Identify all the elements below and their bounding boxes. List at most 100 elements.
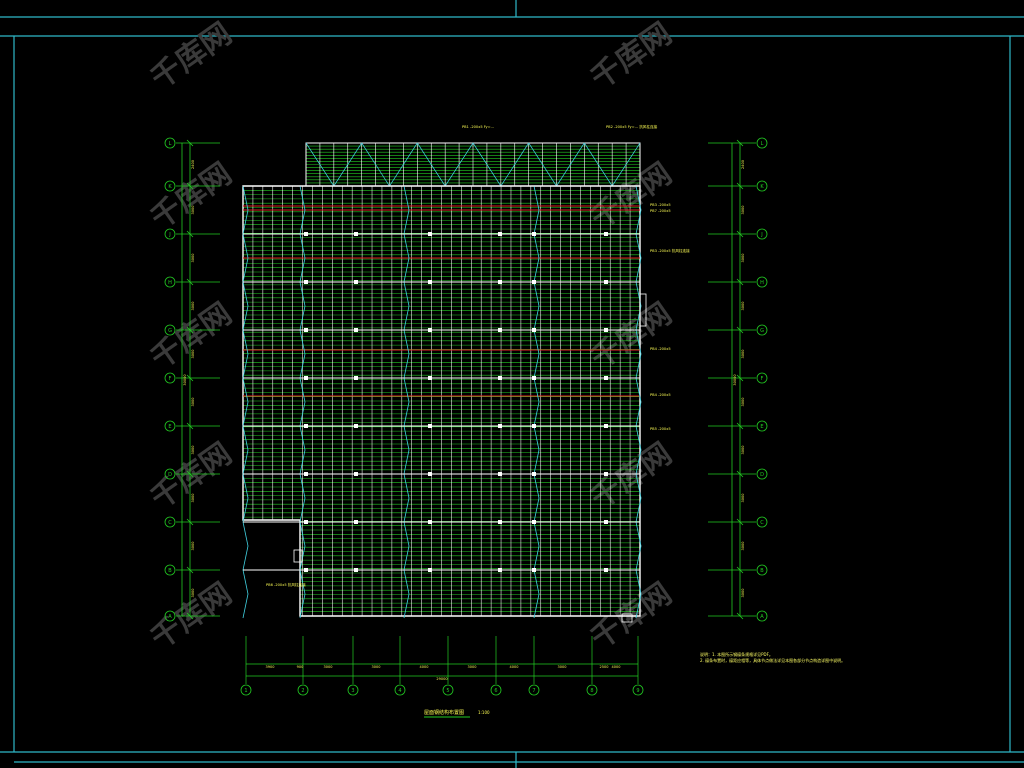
- dim-tick: [186, 518, 194, 526]
- dim-tick: [186, 422, 194, 430]
- dimension-text: 2500: [600, 665, 609, 669]
- axis-bubble: [756, 564, 768, 576]
- dim-tick: [186, 278, 194, 286]
- beam-label: PB7 -200x5: [650, 209, 671, 213]
- column-marker: [304, 520, 308, 524]
- beam-label: PB5 -200x5: [650, 427, 671, 431]
- column-marker: [354, 280, 358, 284]
- axis-bubble: [756, 610, 768, 622]
- side-canopy: [639, 293, 647, 327]
- brace-line: [611, 142, 641, 187]
- dimension-text: 4000: [612, 665, 621, 669]
- axis-bubble-label: J: [760, 232, 762, 238]
- axis-bubble-label: G: [760, 328, 764, 334]
- dimension-text: 3000: [741, 206, 745, 215]
- dim-tick: [736, 230, 744, 238]
- dimension-total: 30000: [183, 374, 187, 385]
- axis-bubble: [164, 372, 176, 384]
- bracing-line: [635, 185, 642, 619]
- brace-line: [472, 142, 502, 187]
- brace-line: [333, 142, 362, 187]
- main-area: [242, 185, 647, 623]
- dimension-text: 3900: [266, 665, 275, 669]
- axis-bubble: [756, 468, 768, 480]
- note-line-2: 2. 檩条布置时，檩距应相等，具体节点做法详见本图各部分节点构造详图中说明。: [700, 658, 846, 663]
- column-marker: [498, 376, 502, 380]
- stair-box: [293, 549, 303, 563]
- brace-line: [305, 142, 335, 187]
- axis-bubble-label: E: [168, 424, 171, 430]
- dim-tick: [736, 139, 744, 147]
- dim-tick: [186, 182, 194, 190]
- column-marker: [304, 472, 308, 476]
- column-marker: [498, 472, 502, 476]
- corner-box: [621, 613, 633, 623]
- axis-bubble-label: F: [169, 376, 172, 382]
- axis-bubble: [164, 610, 176, 622]
- dim-tick: [736, 470, 744, 478]
- axis-bubble: [297, 684, 309, 696]
- dimension-text: 3000: [741, 542, 745, 551]
- beam-label: PB4 -200x5: [650, 347, 671, 351]
- column-marker: [498, 424, 502, 428]
- brace-line: [444, 142, 474, 187]
- axis-bubble-label: C: [168, 520, 172, 526]
- dimension-text: 4000: [510, 665, 519, 669]
- beam-label: PB1 -200x5 Fy=...: [462, 125, 494, 129]
- dim-tick: [736, 278, 744, 286]
- column-marker: [604, 280, 608, 284]
- axis-bubble: [756, 372, 768, 384]
- column-marker: [354, 232, 358, 236]
- axis-bubble-label: K: [168, 184, 172, 190]
- axis-bubble-label: 2: [301, 688, 304, 694]
- axis-bubble: [756, 516, 768, 528]
- axis-bubble-label: 9: [636, 688, 639, 694]
- drawing-title: 屋面钢结构布置图: [424, 709, 464, 716]
- column-marker: [304, 568, 308, 572]
- dimension-text: 3000: [191, 589, 195, 598]
- axis-bubble: [164, 180, 176, 192]
- dimension-text: 3000: [191, 542, 195, 551]
- axis-bubble-label: D: [760, 472, 764, 478]
- column-marker: [532, 472, 536, 476]
- axis-bubble-label: F: [761, 376, 764, 382]
- axis-bubble-label: 7: [532, 688, 535, 694]
- dim-tick: [186, 566, 194, 574]
- dimension-text: 2400: [741, 160, 745, 169]
- axis-bubble-label: H: [168, 280, 172, 286]
- dimension-text: 900: [297, 665, 304, 669]
- brace-line: [584, 142, 613, 187]
- right-axis: LKJHGFEDCBA24003000300030003000300030003…: [708, 137, 768, 622]
- column-marker: [304, 280, 308, 284]
- column-marker: [532, 376, 536, 380]
- brace-line: [556, 142, 585, 187]
- dim-tick: [186, 230, 194, 238]
- column-marker: [532, 424, 536, 428]
- axis-bubble: [164, 516, 176, 528]
- axis-bubble-label: 1: [244, 688, 247, 694]
- axis-bubble-label: 5: [446, 688, 449, 694]
- column-marker: [498, 232, 502, 236]
- dimension-text: 3000: [558, 665, 567, 669]
- brace-line: [361, 142, 390, 187]
- dimension-text: 3000: [741, 446, 745, 455]
- dimension-text: 3000: [191, 206, 195, 215]
- brace-line: [417, 142, 446, 187]
- dimension-text: 3000: [468, 665, 477, 669]
- column-marker: [428, 520, 432, 524]
- beam-label: PB6 -200x5 抗风柱连接: [266, 582, 306, 587]
- bracing-line: [533, 185, 540, 619]
- dimension-text: 3000: [741, 350, 745, 359]
- axis-bubble: [164, 228, 176, 240]
- dimension-text: 3000: [741, 302, 745, 311]
- axis-bubble-label: G: [168, 328, 172, 334]
- column-marker: [428, 568, 432, 572]
- axis-bubble-label: 3: [351, 688, 354, 694]
- axis-bubble: [164, 276, 176, 288]
- bracing-line: [299, 185, 306, 619]
- dimension-text: 3000: [372, 665, 381, 669]
- axis-bubble: [164, 468, 176, 480]
- left-axis: LKJHGFEDCBA24003000300030003000300030003…: [164, 137, 220, 622]
